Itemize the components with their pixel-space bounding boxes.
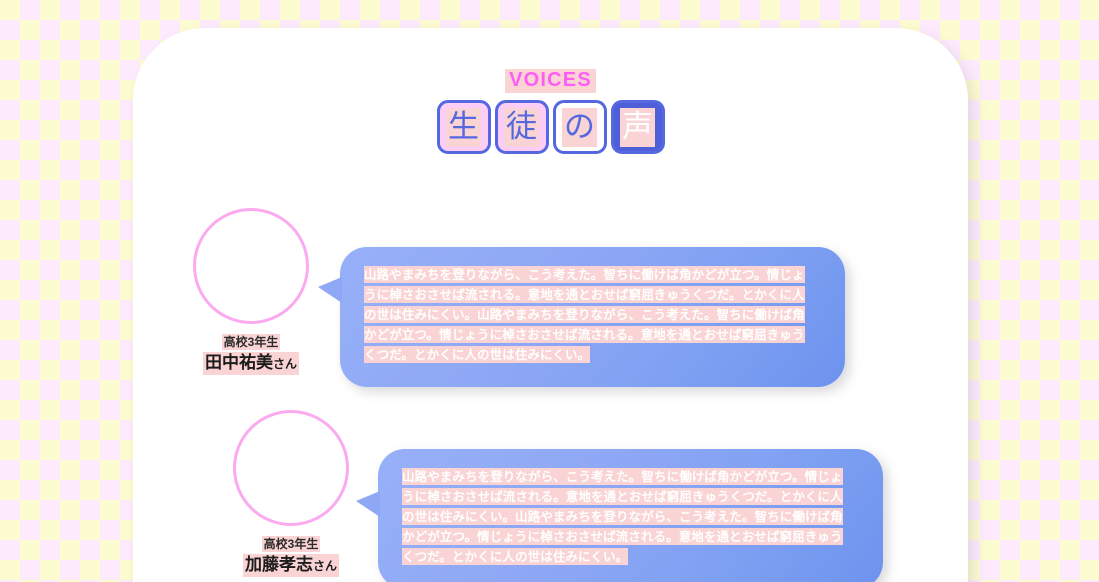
voice-quote: 山路やまみちを登りながら、こう考えた。智ちに働けば角かどが立つ。情じょうに棹さお…: [402, 468, 843, 565]
page-heading: VOICES 生 徒 の 声: [133, 28, 968, 154]
speech-bubble: 山路やまみちを登りながら、こう考えた。智ちに働けば角かどが立つ。情じょうに棹さお…: [356, 449, 883, 582]
title-char-1: 生: [446, 107, 481, 147]
person-honorific: さん: [312, 559, 337, 573]
title-box-2: 徒: [494, 100, 549, 154]
speech-bubble-wrap: 山路やまみちを登りながら、こう考えた。智ちに働けば角かどが立つ。情じょうに棹さお…: [356, 449, 883, 582]
title-character-boxes: 生 徒 の 声: [133, 100, 968, 154]
title-box-4: 声: [610, 100, 665, 154]
speech-bubble-wrap: 山路やまみちを登りながら、こう考えた。智ちに働けば角かどが立つ。情じょうに棹さお…: [318, 247, 845, 387]
person-name: 田中祐美: [204, 353, 273, 372]
voice-quote-block: 山路やまみちを登りながら、こう考えた。智ちに働けば角かどが立つ。情じょうに棹さお…: [364, 265, 817, 365]
speech-bubble-tail: [356, 491, 380, 517]
person-name: 加藤孝志: [244, 555, 313, 574]
person-name-line: 田中祐美さん: [202, 352, 299, 375]
content-card: VOICES 生 徒 の 声 高校3年生 田中祐美さん: [133, 28, 968, 582]
voice-entry: 高校3年生 加藤孝志さん 山路やまみちを登りながら、こう考えた。智ちに働けば角か…: [230, 410, 883, 582]
title-char-2: 徒: [504, 107, 539, 147]
speech-bubble-tail: [318, 277, 342, 303]
title-box-1: 生: [436, 100, 491, 154]
person-grade: 高校3年生: [221, 334, 281, 351]
speech-bubble: 山路やまみちを登りながら、こう考えた。智ちに働けば角かどが立つ。情じょうに棹さお…: [318, 247, 845, 387]
title-char-3: の: [562, 107, 597, 147]
voice-quote-block: 山路やまみちを登りながら、こう考えた。智ちに働けば角かどが立つ。情じょうに棹さお…: [402, 467, 855, 567]
voice-quote: 山路やまみちを登りながら、こう考えた。智ちに働けば角かどが立つ。情じょうに棹さお…: [364, 266, 805, 363]
heading-eyebrow: VOICES: [505, 69, 596, 93]
voice-entry: 高校3年生 田中祐美さん 山路やまみちを登りながら、こう考えた。智ちに働けば角か…: [190, 208, 845, 387]
voice-person: 高校3年生 田中祐美さん: [190, 208, 312, 375]
title-char-4: 声: [620, 107, 655, 147]
avatar: [233, 410, 349, 526]
title-box-3: の: [552, 100, 607, 154]
person-honorific: さん: [272, 357, 297, 371]
avatar: [193, 208, 309, 324]
person-grade: 高校3年生: [261, 536, 321, 553]
voice-person: 高校3年生 加藤孝志さん: [230, 410, 352, 577]
person-name-line: 加藤孝志さん: [242, 554, 339, 577]
